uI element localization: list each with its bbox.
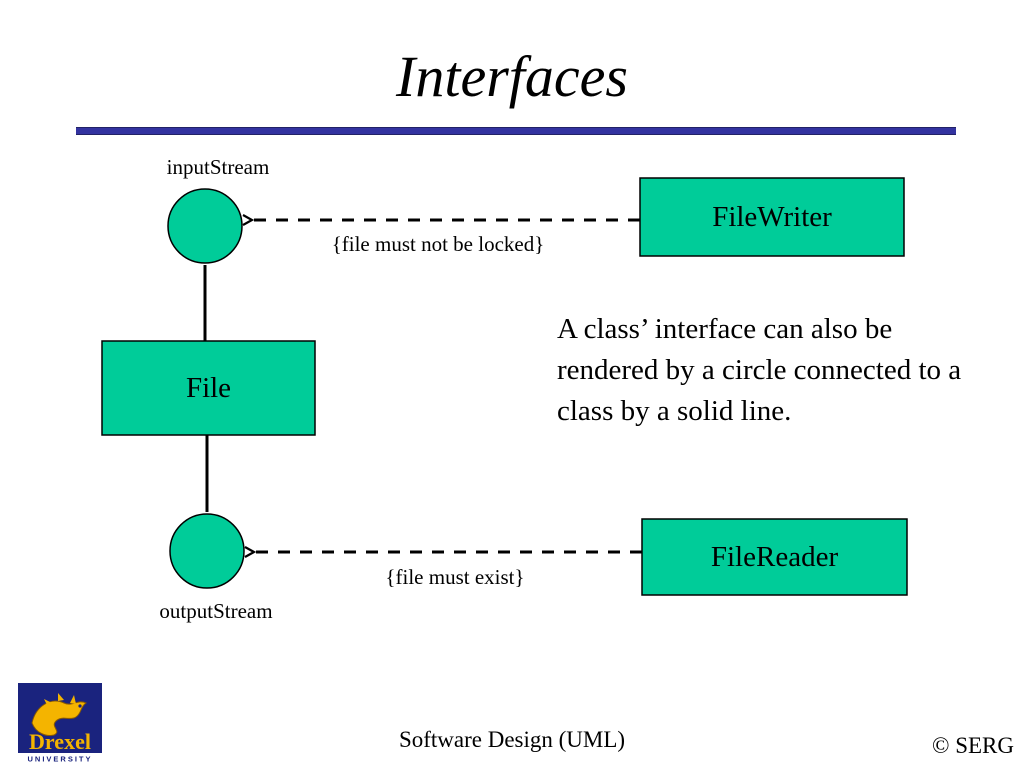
file-class-label: File	[185, 372, 232, 404]
filewriter-class-label: FileWriter	[712, 201, 832, 233]
footer-copyright: © SERG	[931, 733, 1014, 758]
file-class-box[interactable]	[101, 340, 316, 436]
title-divider	[76, 127, 956, 135]
drexel-logo: Drexel UNIVERSITY	[18, 683, 102, 763]
writer-constraint: {file must not be locked}	[331, 232, 545, 256]
input-interface-label: inputStream	[166, 155, 270, 179]
filereader-class-label: FileReader	[710, 541, 839, 573]
filereader-class-box[interactable]	[641, 518, 908, 596]
slide-title: Interfaces	[396, 44, 628, 109]
filewriter-class-box[interactable]	[639, 177, 905, 257]
footer-course-title: Software Design (UML)	[398, 727, 626, 752]
reader-constraint: {file must exist}	[385, 565, 525, 589]
drexel-dragon-icon: Drexel UNIVERSITY	[18, 683, 102, 763]
logo-wordmark: Drexel	[29, 729, 91, 754]
explanation-text: A class’ interface can also be rendered …	[557, 313, 962, 427]
output-interface-label: outputStream	[159, 599, 273, 623]
input-interface-circle[interactable]	[167, 188, 243, 264]
logo-subtitle: UNIVERSITY	[27, 755, 92, 764]
output-interface-circle[interactable]	[169, 513, 245, 589]
